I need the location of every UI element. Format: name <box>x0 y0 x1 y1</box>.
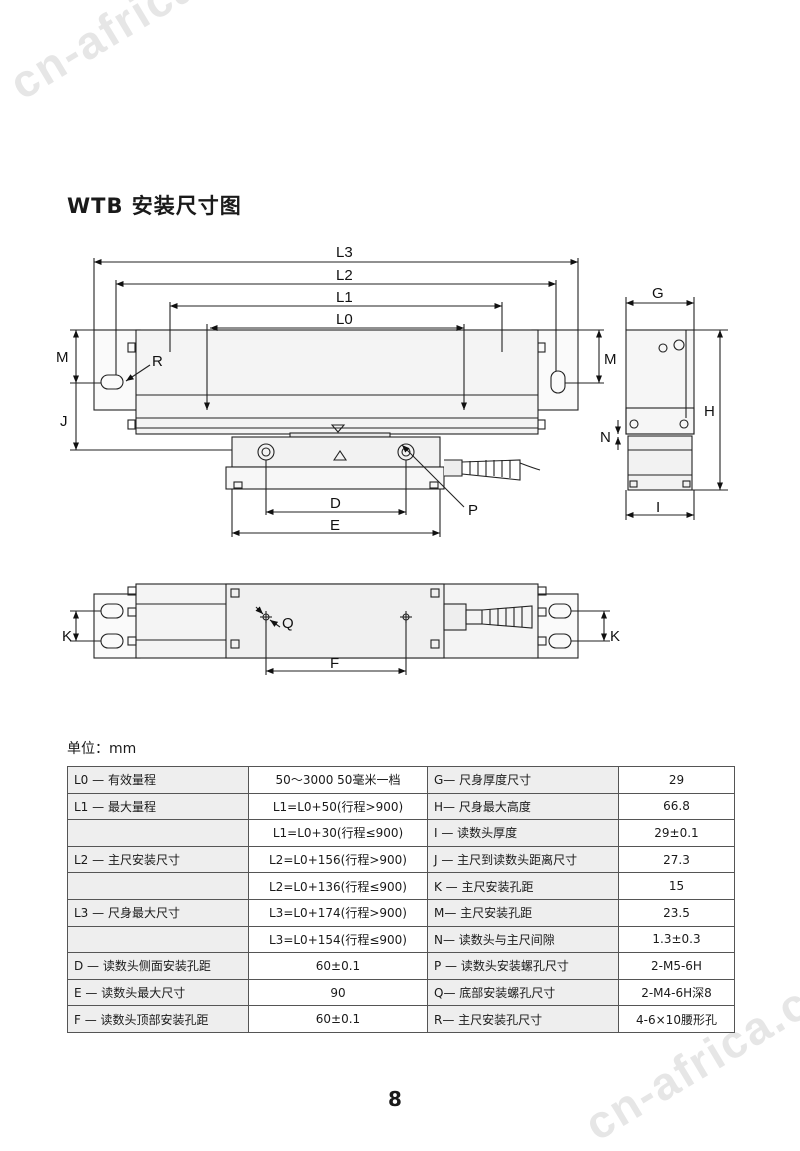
spec-value-cell: 90 <box>248 978 428 1007</box>
spec-name-cell: E — 读数头最大尺寸 <box>67 978 249 1007</box>
installation-drawing: L3 L2 L1 L0 M R J M D E P G H N I Q F K … <box>56 244 728 675</box>
spec-name-cell <box>67 872 249 900</box>
spec-value-cell: L2=L0+136(行程≤900) <box>248 872 428 900</box>
label-F: F <box>330 655 339 672</box>
label-P: P <box>468 502 478 519</box>
spec-name-cell: D — 读数头侧面安装孔距 <box>67 952 249 980</box>
spec-name-cell: L2 — 主尺安装尺寸 <box>67 845 249 874</box>
label-K-right: K <box>610 628 620 645</box>
spec-name-cell: M— 主尺安装孔距 <box>427 898 619 927</box>
slot-hole <box>100 374 124 390</box>
right-bracket <box>531 329 579 411</box>
spec-value-cell: 2-M4-6H深8 <box>618 978 735 1007</box>
spec-value-cell: 29 <box>618 766 735 794</box>
side-head <box>627 435 693 491</box>
label-L1: L1 <box>336 289 353 306</box>
spec-value-cell: L1=L0+30(行程≤900) <box>248 819 428 847</box>
label-D: D <box>330 495 341 512</box>
page-number: 8 <box>388 1087 402 1111</box>
label-E: E <box>330 517 340 534</box>
spec-value-cell: 60±0.1 <box>248 1005 428 1033</box>
slot-hole <box>550 370 566 394</box>
label-I: I <box>656 499 660 516</box>
label-Q: Q <box>282 615 294 632</box>
left-bracket <box>93 329 141 411</box>
spec-value-cell: 50～3000 50毫米一档 <box>248 766 428 794</box>
spec-name-cell: N— 读数头与主尺间隙 <box>427 925 619 954</box>
spec-value-cell: 23.5 <box>618 898 735 927</box>
spec-value-cell: 4-6×10腰形孔 <box>618 1005 735 1033</box>
spec-value-cell: L1=L0+50(行程>900) <box>248 792 428 821</box>
label-G: G <box>652 285 664 302</box>
spec-value-cell: 2-M5-6H <box>618 952 735 980</box>
spec-value-cell: L3=L0+154(行程≤900) <box>248 925 428 954</box>
label-R: R <box>152 353 163 370</box>
label-M: M <box>56 349 69 366</box>
spec-value-cell: 27.3 <box>618 845 735 874</box>
spec-value-cell: 66.8 <box>618 792 735 821</box>
label-K-left: K <box>62 628 72 645</box>
spec-value-cell: 60±0.1 <box>248 952 428 980</box>
spec-name-cell: H— 尺身最大高度 <box>427 792 619 821</box>
label-L0: L0 <box>336 311 353 328</box>
spec-value-cell: L3=L0+174(行程>900) <box>248 898 428 927</box>
spec-name-cell: L3 — 尺身最大尺寸 <box>67 898 249 927</box>
spec-name-cell: R— 主尺安装孔尺寸 <box>427 1005 619 1033</box>
label-H: H <box>704 403 715 420</box>
spec-name-cell: I — 读数头厚度 <box>427 819 619 847</box>
spec-name-cell: Q— 底部安装螺孔尺寸 <box>427 978 619 1007</box>
label-L3: L3 <box>336 244 353 261</box>
spec-name-cell: K — 主尺安装孔距 <box>427 872 619 900</box>
spec-name-cell: J — 主尺到读数头距离尺寸 <box>427 845 619 874</box>
dim-lines <box>70 258 604 537</box>
label-L2: L2 <box>336 267 353 284</box>
spec-name-cell: L0 — 有效量程 <box>67 766 249 794</box>
spec-name-cell: L1 — 最大量程 <box>67 792 249 821</box>
spec-name-cell <box>67 819 249 847</box>
unit-label: 单位：mm <box>67 741 137 757</box>
spec-name-cell <box>67 925 249 954</box>
spec-value-cell: 29±0.1 <box>618 819 735 847</box>
page-title: WTB 安装尺寸图 <box>67 194 242 218</box>
label-J: J <box>60 413 68 430</box>
spec-value-cell: 15 <box>618 872 735 900</box>
spec-value-cell: 1.3±0.3 <box>618 925 735 954</box>
spec-name-cell: G— 尺身厚度尺寸 <box>427 766 619 794</box>
spec-name-cell: F — 读数头顶部安装孔距 <box>67 1005 249 1033</box>
spec-value-cell: L2=L0+156(行程>900) <box>248 845 428 874</box>
spec-name-cell: P — 读数头安装螺孔尺寸 <box>427 952 619 980</box>
label-M-right: M <box>604 351 617 368</box>
label-N: N <box>600 429 611 446</box>
